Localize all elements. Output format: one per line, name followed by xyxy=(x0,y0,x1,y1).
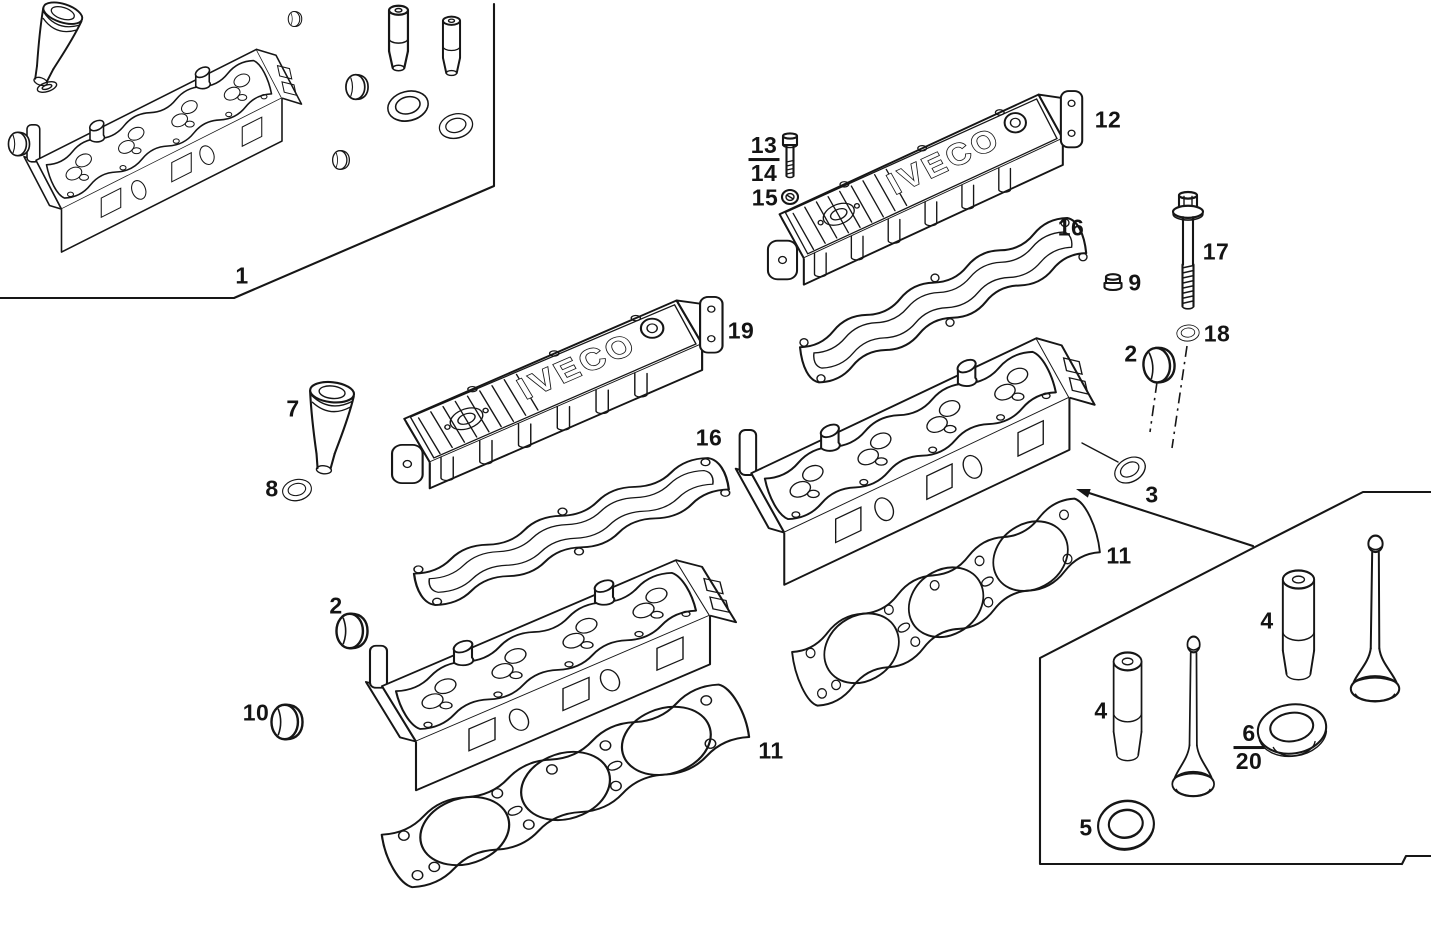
pointer-arrowhead xyxy=(1076,489,1091,498)
cup-plug-2-right xyxy=(1140,345,1178,385)
injector-sleeve-7 xyxy=(300,378,357,478)
panel-valve-parts xyxy=(1038,489,1431,866)
cup-plug-2-left xyxy=(335,612,369,650)
valve-guide xyxy=(387,4,410,72)
valve-guide xyxy=(441,15,462,77)
head-bolt-17 xyxy=(1171,190,1205,310)
injector-sleeve xyxy=(19,0,86,93)
cylinder-head-assembly xyxy=(23,48,303,253)
panel-border xyxy=(0,2,496,300)
valve-cover-19 xyxy=(390,295,724,490)
valve-guide-4-right xyxy=(1281,569,1316,681)
cup-plug-10 xyxy=(270,703,304,741)
plug-9 xyxy=(1103,273,1123,292)
cup-plug xyxy=(345,73,369,101)
seal-ring xyxy=(383,86,433,127)
seal-ring xyxy=(436,109,476,143)
valve-guide-4-left xyxy=(1112,651,1143,762)
seal-ring-3 xyxy=(1109,451,1151,490)
seal-washer-8 xyxy=(280,476,315,505)
cup-plug xyxy=(7,131,31,157)
panel-border xyxy=(1038,490,1431,866)
washer-15 xyxy=(780,188,800,206)
valve-seat-6-20 xyxy=(1253,698,1331,762)
washer-18 xyxy=(1175,323,1201,343)
sleeve-seal xyxy=(36,81,58,93)
pointer-line xyxy=(1084,490,1255,548)
valve-left xyxy=(1171,635,1216,798)
assembly-axis-lines xyxy=(1149,345,1188,449)
leader-line-3 xyxy=(1081,442,1119,463)
small-plug xyxy=(287,10,303,28)
panel-head-assembly xyxy=(0,0,496,300)
cup-plug xyxy=(331,150,351,170)
seal-ring-5 xyxy=(1093,795,1160,856)
valve-right xyxy=(1349,534,1401,703)
bolt-13-14 xyxy=(781,132,799,179)
